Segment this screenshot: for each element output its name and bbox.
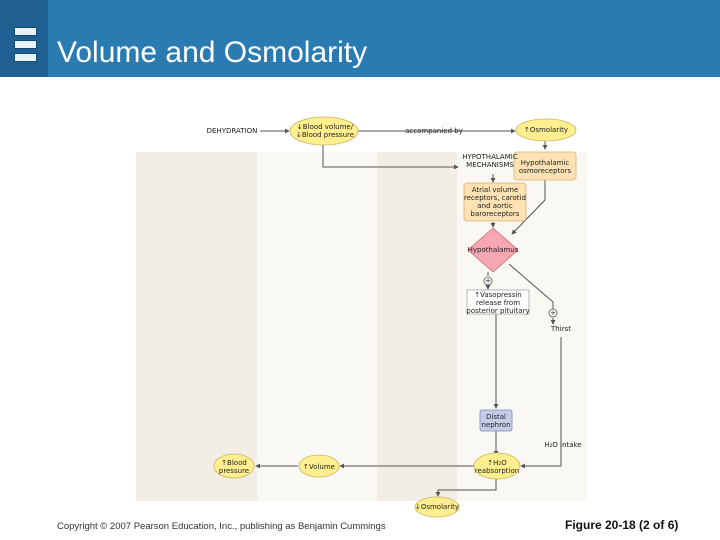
line-hypothalamus-to-thirst: [508, 263, 554, 309]
copyright-notice: Copyright © 2007 Pearson Education, Inc.…: [57, 521, 386, 532]
logo-bar: [14, 27, 37, 36]
distal-nephron-node: [479, 409, 513, 432]
h2o-intake-label: H₂O intake: [544, 441, 582, 449]
panel-middle: [377, 152, 457, 501]
h2o-reabsorption-node: [473, 452, 521, 480]
osmoreceptors-node: [513, 151, 577, 181]
blood-volume-node: [289, 116, 359, 146]
panel-middle-left: [257, 152, 377, 501]
plus-marker-vasopressin: [483, 276, 493, 286]
osmolarity-increase-node: [515, 118, 577, 142]
slide-logo-icon: [0, 0, 48, 77]
arrow-to-osmolarity-decrease: [435, 479, 497, 497]
plus-marker-thirst: [548, 308, 558, 318]
hypothalamus-label: Hypothalamus: [467, 246, 519, 254]
figure-caption: Figure 20-18 (2 of 6): [565, 518, 679, 532]
vasopressin-node: [466, 289, 530, 315]
plus-sign-vasopressin: +: [485, 277, 491, 285]
hypothalamus-node: [467, 227, 519, 273]
arrow-to-hypothalamic-mechanisms: [322, 145, 459, 170]
title-bar: Volume and Osmolarity: [0, 0, 720, 77]
logo-bar: [14, 53, 37, 62]
logo-bar: [14, 40, 37, 49]
volume-increase-node: [298, 454, 340, 478]
arrow-thirst-to-reabsorption: [520, 337, 562, 469]
thirst-label: Thirst: [551, 325, 571, 333]
osmolarity-decrease-label: ↓Osmolarity: [414, 503, 460, 511]
blood-pressure-increase-node: [213, 453, 255, 479]
volume-increase-label: ↑Volume: [303, 463, 335, 471]
osmolarity-increase-label: ↑Osmolarity: [523, 126, 569, 134]
osmolarity-decrease-node: [414, 496, 460, 518]
arrow-osmoreceptors-to-hypothalamus: [511, 180, 546, 235]
blood-volume-label: ↓Blood volume/↓Blood pressure: [295, 123, 355, 139]
dehydration-label: DEHYDRATION: [206, 127, 258, 135]
accompanied-by-label: accompanied by: [405, 127, 463, 135]
slide-title: Volume and Osmolarity: [57, 36, 368, 69]
plus-sign-thirst: +: [550, 309, 556, 317]
atrial-receptors-node: [463, 182, 527, 222]
panel-left: [136, 152, 257, 501]
